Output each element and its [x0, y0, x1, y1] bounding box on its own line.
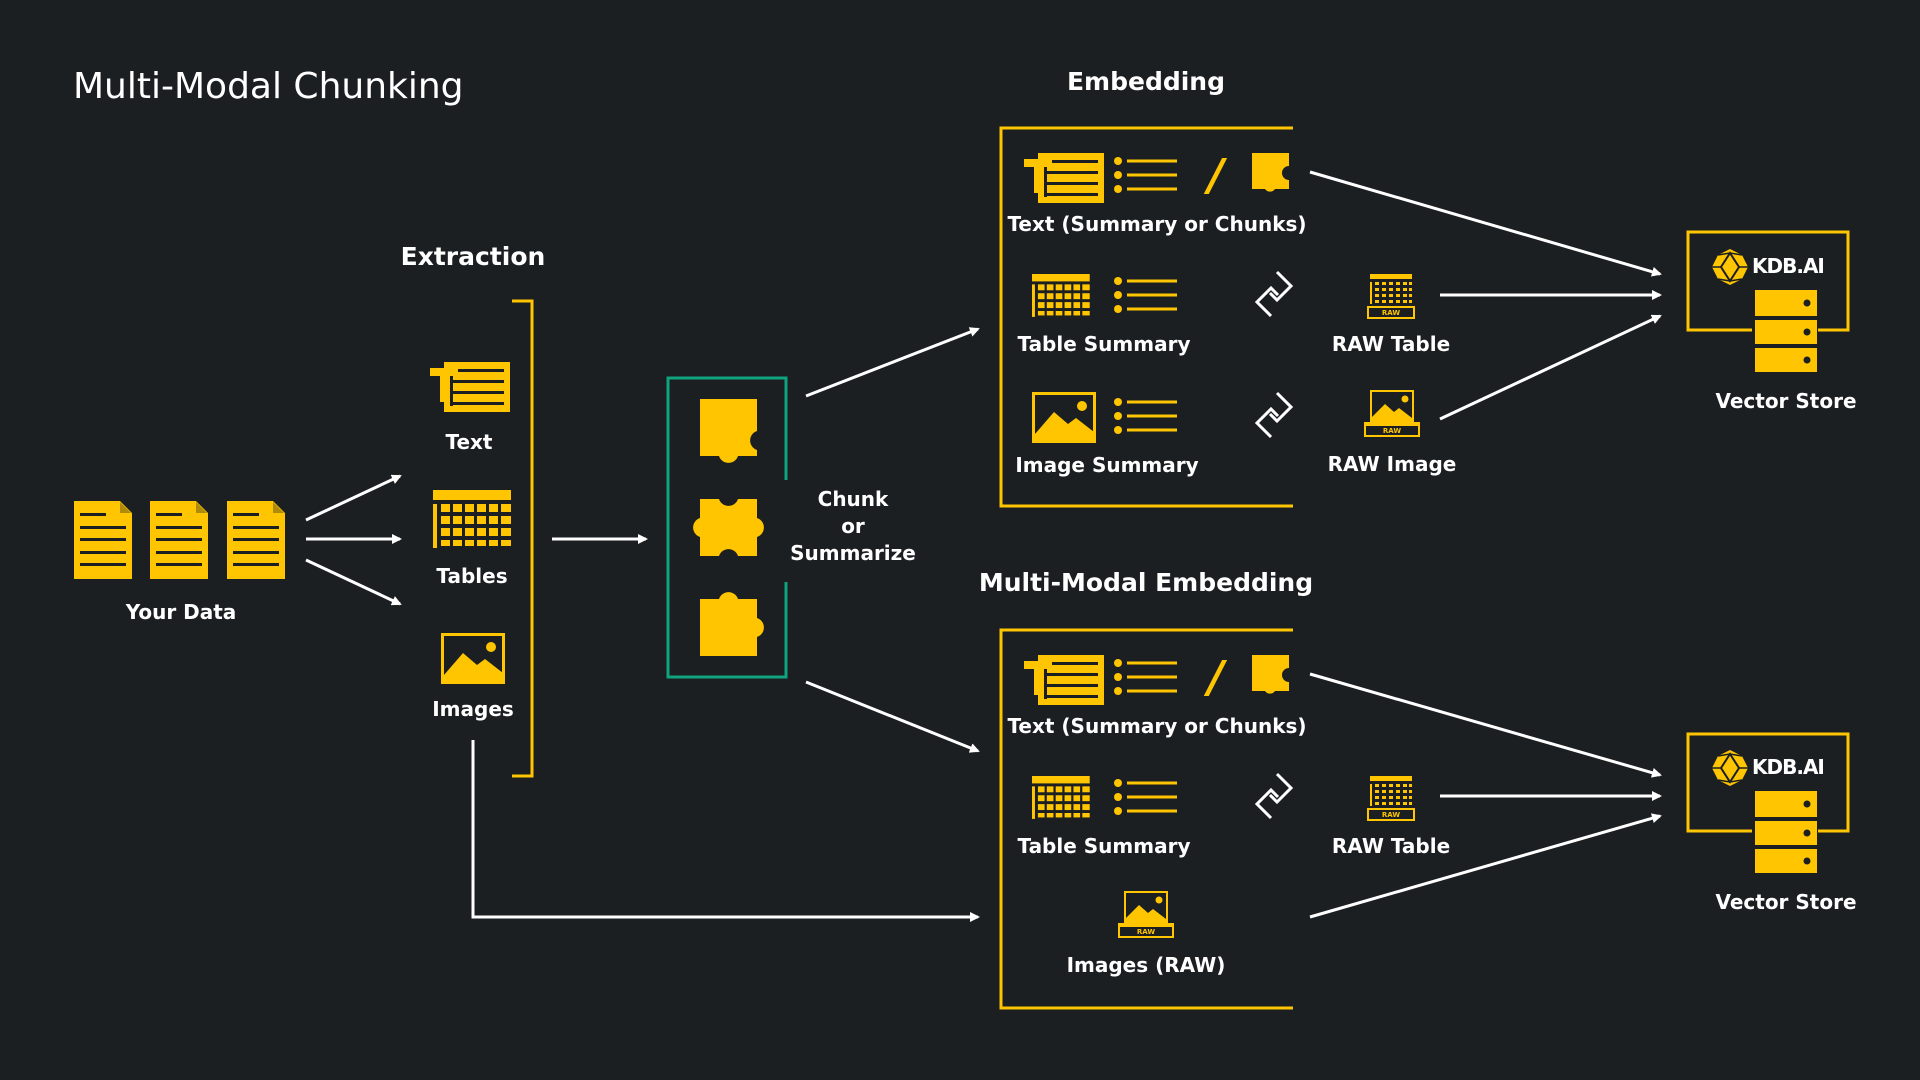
- image-icon: [441, 633, 505, 684]
- separator-slash: /: [1203, 150, 1228, 201]
- embedding-title: Embedding: [1067, 67, 1225, 96]
- kdb-logo-icon: [1711, 248, 1749, 286]
- chunk-label-line2: or: [841, 514, 865, 538]
- bullet-list-icon: [1114, 277, 1177, 313]
- embedding-raw-table-label: RAW Table: [1332, 332, 1450, 356]
- chunk-label-line1: Chunk: [818, 487, 889, 511]
- extraction-title: Extraction: [401, 242, 546, 271]
- text-document-icon: [1024, 153, 1104, 203]
- table-icon: [1032, 274, 1090, 317]
- server-stack-icon: [1755, 791, 1817, 873]
- text-document-icon: [1024, 655, 1104, 705]
- link-icon: [1255, 772, 1293, 820]
- raw-badge: RAW: [1137, 928, 1155, 936]
- table-icon: [1032, 776, 1090, 819]
- bullet-list-icon: [1114, 659, 1177, 695]
- puzzle-piece-icon: [700, 399, 757, 463]
- embedding-raw-image-label: RAW Image: [1328, 452, 1457, 476]
- puzzle-piece-icon: [700, 592, 764, 656]
- chunk-box: [666, 376, 788, 679]
- arrow-text-to-store: [1309, 170, 1662, 277]
- bullet-list-icon: [1114, 779, 1177, 815]
- mm-images-raw-label: Images (RAW): [1067, 953, 1226, 977]
- table-icon: [433, 490, 511, 548]
- arrow-to-mm-embedding: [805, 680, 980, 753]
- link-icon: [1255, 391, 1293, 439]
- puzzle-piece-icon: [693, 499, 764, 556]
- arrow-data-to-text: [305, 474, 402, 522]
- vector-store-2: KDB.AI Vector Store: [1686, 732, 1857, 914]
- extraction-bracket: [512, 299, 534, 778]
- vector-store-box: [1686, 732, 1850, 833]
- mm-text-label: Text (Summary or Chunks): [1007, 714, 1306, 738]
- server-stack-icon: [1755, 290, 1817, 372]
- arrow-image-to-store: [1439, 314, 1662, 421]
- embedding-box: [999, 126, 1293, 508]
- arrow-mm-text-to-store: [1309, 672, 1662, 778]
- raw-badge: RAW: [1383, 427, 1401, 435]
- image-icon: [1032, 392, 1096, 443]
- your-data-label: Your Data: [125, 600, 237, 624]
- vector-store-label: Vector Store: [1715, 890, 1856, 914]
- extraction-images-label: Images: [432, 697, 514, 721]
- embedding-text-label: Text (Summary or Chunks): [1007, 212, 1306, 236]
- mm-embedding-title: Multi-Modal Embedding: [979, 568, 1313, 597]
- document-icon: [74, 501, 132, 579]
- raw-badge: RAW: [1382, 811, 1400, 819]
- separator-slash: /: [1203, 652, 1228, 703]
- page-title: Multi-Modal Chunking: [73, 66, 464, 107]
- document-icon: [227, 501, 285, 579]
- vector-store-box: [1686, 230, 1850, 332]
- text-document-icon: [430, 362, 510, 412]
- extraction-tables-label: Tables: [436, 564, 507, 588]
- document-icon: [150, 501, 208, 579]
- arrow-mm-images-to-store: [1309, 813, 1662, 919]
- vector-store-label: Vector Store: [1715, 389, 1856, 413]
- extraction-text-label: Text: [445, 430, 492, 454]
- arrow-data-to-images: [305, 558, 402, 606]
- bullet-list-icon: [1114, 398, 1177, 434]
- arrow-images-to-mm-embedding: [471, 740, 980, 922]
- kdb-brand: KDB.AI: [1752, 254, 1824, 278]
- link-icon: [1255, 270, 1293, 318]
- chunk-label-line3: Summarize: [790, 541, 916, 565]
- kdb-logo-icon: [1711, 749, 1749, 787]
- puzzle-piece-icon: [1252, 655, 1289, 694]
- your-data-group: Your Data: [74, 501, 285, 624]
- arrow-to-embedding: [805, 327, 980, 398]
- mm-table-summary-label: Table Summary: [1018, 834, 1191, 858]
- puzzle-piece-icon: [1252, 153, 1289, 192]
- raw-badge: RAW: [1382, 309, 1400, 317]
- mm-embedding-box: [999, 628, 1293, 1010]
- bullet-list-icon: [1114, 157, 1177, 193]
- embedding-table-summary-label: Table Summary: [1018, 332, 1191, 356]
- mm-raw-table-label: RAW Table: [1332, 834, 1450, 858]
- vector-store-1: KDB.AI Vector Store: [1686, 230, 1857, 413]
- embedding-image-summary-label: Image Summary: [1015, 453, 1198, 477]
- kdb-brand: KDB.AI: [1752, 755, 1824, 779]
